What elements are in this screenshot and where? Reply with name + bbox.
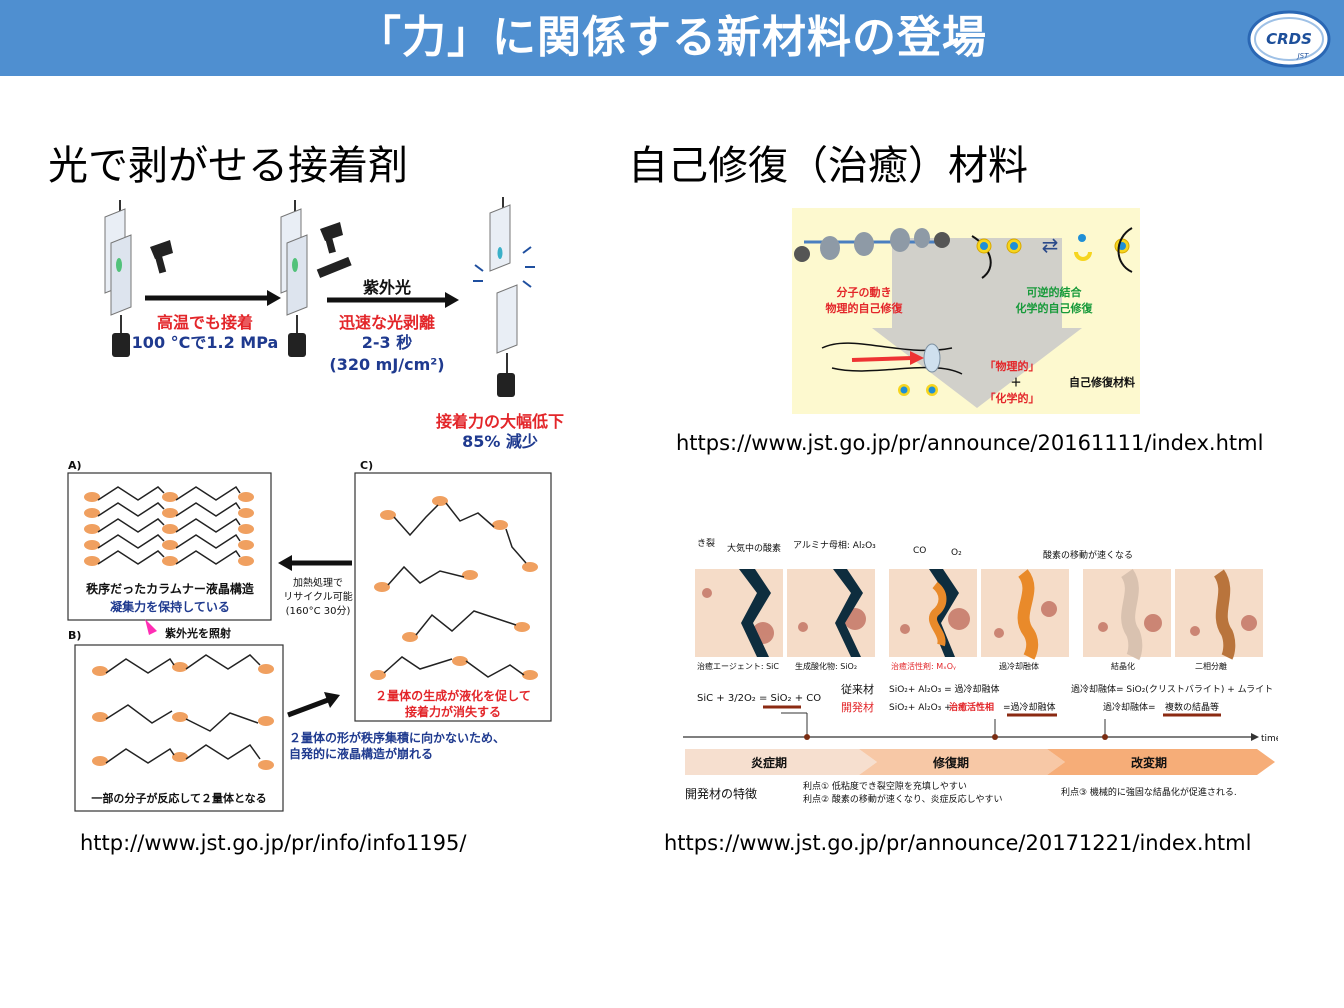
left-section-title: 光で剥がせる接着剤 — [48, 143, 408, 189]
svg-text:炎症期: 炎症期 — [751, 755, 787, 770]
svg-text:分子の動き: 分子の動き — [837, 285, 892, 299]
svg-text:自己修復材料: 自己修復材料 — [1069, 375, 1135, 389]
big-down-arrow — [872, 238, 1082, 408]
svg-text:一部の分子が反応して２量体となる: 一部の分子が反応して２量体となる — [91, 791, 266, 805]
svg-text:SiO₂+ Al₂O₃ = 過冷却融体: SiO₂+ Al₂O₃ = 過冷却融体 — [889, 683, 1000, 695]
svg-text:秩序だったカラムナー液晶構造: 秩序だったカラムナー液晶構造 — [86, 581, 255, 596]
svg-text:利点③ 機械的に強固な結晶化が促進される.: 利点③ 機械的に強固な結晶化が促進される. — [1061, 786, 1237, 798]
svg-text:酸素の移動が速くなる: 酸素の移動が速くなる — [1043, 549, 1133, 561]
svg-text:85% 減少: 85% 減少 — [462, 432, 538, 451]
svg-text:修復期: 修復期 — [932, 755, 969, 770]
svg-text:化学的自己修復: 化学的自己修復 — [1016, 301, 1094, 315]
svg-text:利点② 酸素の移動が速くなり、炎症反応しやすい: 利点② 酸素の移動が速くなり、炎症反応しやすい — [803, 793, 1002, 805]
svg-text:改変期: 改変期 — [1131, 755, 1167, 770]
dimer-structure-b — [92, 654, 274, 770]
timeline-axis — [683, 712, 1259, 741]
svg-text:アルミナ母相: Al₂O₃: アルミナ母相: Al₂O₃ — [793, 539, 876, 551]
svg-text:過冷却融体: 過冷却融体 — [999, 661, 1039, 671]
svg-text:開発材の特徴: 開発材の特徴 — [685, 786, 757, 801]
svg-text:「物理的」: 「物理的」 — [985, 359, 1040, 373]
uv-arrow-icon — [145, 619, 157, 635]
host-guest-pairs: ⇄ — [971, 227, 1133, 279]
svg-text:＋: ＋ — [1011, 376, 1022, 389]
svg-text:結晶化: 結晶化 — [1111, 661, 1135, 671]
svg-text:2-3 秒: 2-3 秒 — [362, 333, 412, 352]
self-healing-concept-figure: ⇄ 分子の動き 物理的自己修復 可逆的結合 化学的自己修復 「物理的」 ＋ 「化… — [792, 208, 1140, 414]
svg-text:大気中の酸素: 大気中の酸素 — [727, 542, 781, 554]
svg-text:リサイクル可能: リサイクル可能 — [283, 590, 353, 603]
svg-text:可逆的結合: 可逆的結合 — [1027, 285, 1083, 299]
flashlight-icon — [316, 256, 352, 279]
right-url-1[interactable]: https://www.jst.go.jp/pr/announce/201611… — [676, 431, 1264, 455]
panel-c-box — [354, 472, 552, 722]
svg-text:治癒活性相: 治癒活性相 — [949, 701, 994, 713]
right-url-2[interactable]: https://www.jst.go.jp/pr/announce/201712… — [664, 831, 1252, 855]
svg-text:time: time — [1261, 734, 1278, 744]
rotaxane-chain — [794, 228, 950, 262]
svg-text:A): A) — [68, 459, 82, 472]
specimen-2 — [280, 200, 308, 357]
svg-text:B): B) — [68, 629, 81, 642]
svg-text:複数の結晶等: 複数の結晶等 — [1165, 701, 1219, 713]
svg-text:２量体の形が秩序集積に向かないため、: ２量体の形が秩序集積に向かないため、 — [289, 730, 505, 745]
self-healing-ceramics-figure: き裂 大気中の酸素 アルミナ母相: Al₂O₃ CO O₂ 酸素の移動が速くなる… — [683, 538, 1278, 805]
svg-text:従来材: 従来材 — [841, 682, 874, 696]
svg-text:過冷却融体=: 過冷却融体= — [1103, 701, 1156, 713]
svg-text:物理的自己修復: 物理的自己修復 — [826, 301, 904, 315]
healed-network — [821, 342, 963, 396]
svg-text:(320 mJ/cm²): (320 mJ/cm²) — [329, 355, 444, 374]
svg-text:O₂: O₂ — [951, 548, 962, 558]
phase-arrows — [685, 749, 1275, 775]
svg-text:SiO₂+ Al₂O₃ +: SiO₂+ Al₂O₃ + — [889, 703, 952, 713]
svg-text:過冷却融体= SiO₂(クリストバライト) + ムライト: 過冷却融体= SiO₂(クリストバライト) + ムライト — [1071, 683, 1273, 695]
liquid-crystal-figure: A) 秩序だったカラムナー液晶構造 凝集力を保持している 加熱処理で リサイクル… — [67, 459, 552, 812]
svg-text:紫外光: 紫外光 — [363, 278, 411, 297]
panel-b-box — [74, 644, 284, 812]
svg-text:接着力の大幅低下: 接着力の大幅低下 — [436, 412, 564, 431]
svg-text:⇄: ⇄ — [1042, 233, 1059, 257]
specimen-1 — [104, 200, 132, 357]
svg-text:２量体の生成が液化を促して: ２量体の生成が液化を促して — [375, 688, 531, 703]
svg-text:二相分離: 二相分離 — [1195, 661, 1227, 671]
svg-text:(160°C 30分): (160°C 30分) — [286, 605, 351, 617]
svg-text:自発的に液晶構造が崩れる: 自発的に液晶構造が崩れる — [289, 746, 433, 761]
svg-text:CO: CO — [913, 546, 926, 556]
specimen-3 — [473, 197, 535, 397]
svg-text:SiC + 3/2O₂ = SiO₂ + CO: SiC + 3/2O₂ = SiO₂ + CO — [697, 693, 821, 704]
svg-text:紫外光を照射: 紫外光を照射 — [165, 626, 231, 640]
hairdryer-icon — [150, 240, 173, 274]
left-url[interactable]: http://www.jst.go.jp/pr/info/info1195/ — [80, 831, 467, 855]
slide-title: 「力」に関係する新材料の登場 — [357, 12, 987, 63]
svg-text:100 °Cで1.2 MPa: 100 °Cで1.2 MPa — [132, 333, 279, 352]
svg-text:高温でも接着: 高温でも接着 — [157, 313, 253, 332]
svg-text:治癒エージェント: SiC: 治癒エージェント: SiC — [697, 661, 779, 671]
svg-text:生成酸化物: SiO₂: 生成酸化物: SiO₂ — [795, 661, 857, 671]
svg-text:接着力が消失する: 接着力が消失する — [405, 704, 501, 719]
crds-logo: CRDS JST — [1247, 10, 1331, 68]
svg-text:CRDS: CRDS — [1266, 30, 1312, 48]
svg-text:開発材: 開発材 — [841, 700, 874, 714]
svg-text:C): C) — [360, 459, 373, 472]
columnar-structure-a — [84, 485, 254, 566]
microstructure-panels — [695, 568, 1263, 661]
right-section-title: 自己修復（治癒）材料 — [628, 143, 1028, 189]
svg-text:迅速な光剥離: 迅速な光剥離 — [339, 313, 435, 332]
svg-text:「化学的」: 「化学的」 — [985, 391, 1040, 405]
hairdryer-icon — [320, 222, 343, 254]
svg-text:加熱処理で: 加熱処理で — [293, 576, 343, 589]
svg-text:き裂: き裂 — [697, 538, 715, 549]
liquid-state-c — [370, 496, 538, 680]
svg-text:凝集力を保持している: 凝集力を保持している — [110, 599, 230, 614]
svg-text:JST: JST — [1296, 52, 1310, 60]
svg-text:治癒活性剤: MₓOᵧ: 治癒活性剤: MₓOᵧ — [891, 661, 956, 671]
svg-text:=過冷却融体: =過冷却融体 — [1003, 701, 1056, 713]
header-bar — [0, 0, 1344, 76]
svg-text:利点① 低粘度でき裂空隙を充填しやすい: 利点① 低粘度でき裂空隙を充填しやすい — [803, 780, 967, 792]
adhesive-sequence-figure: 高温でも接着 100 °Cで1.2 MPa 紫外光 迅速な光剥離 2-3 秒 (… — [104, 197, 564, 451]
